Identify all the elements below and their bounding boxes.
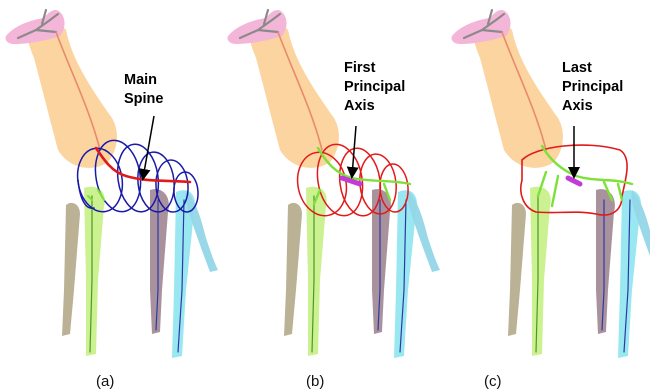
annotation-arrow — [352, 126, 356, 176]
annotation-line-2: Principal — [344, 79, 405, 95]
giraffe-body — [5, 10, 218, 358]
panel-b: First Principal Axis (b) — [227, 10, 440, 390]
panel-caption: (b) — [306, 373, 324, 390]
annotation-arrow — [143, 116, 154, 178]
annotation-line-1: Main — [124, 72, 157, 88]
annotation-line-3: Axis — [562, 98, 593, 114]
panel-caption: (c) — [484, 373, 502, 390]
giraffe-body — [451, 10, 650, 358]
annotation-label: Last Principal Axis — [562, 60, 627, 114]
panel-c: Last Principal Axis (c) — [451, 10, 650, 390]
annotation-label: Main Spine — [124, 72, 163, 107]
principal-axis-marker — [568, 178, 580, 184]
annotation-line-2: Principal — [562, 79, 623, 95]
annotation-line-1: Last — [562, 60, 592, 76]
panel-caption: (a) — [96, 373, 114, 390]
annotation-line-2: Spine — [124, 91, 163, 107]
panel-a: Main Spine (a) — [5, 10, 218, 390]
annotation-label: First Principal Axis — [344, 60, 409, 114]
annotation-line-3: Axis — [344, 98, 375, 114]
annotation-line-1: First — [344, 60, 376, 76]
